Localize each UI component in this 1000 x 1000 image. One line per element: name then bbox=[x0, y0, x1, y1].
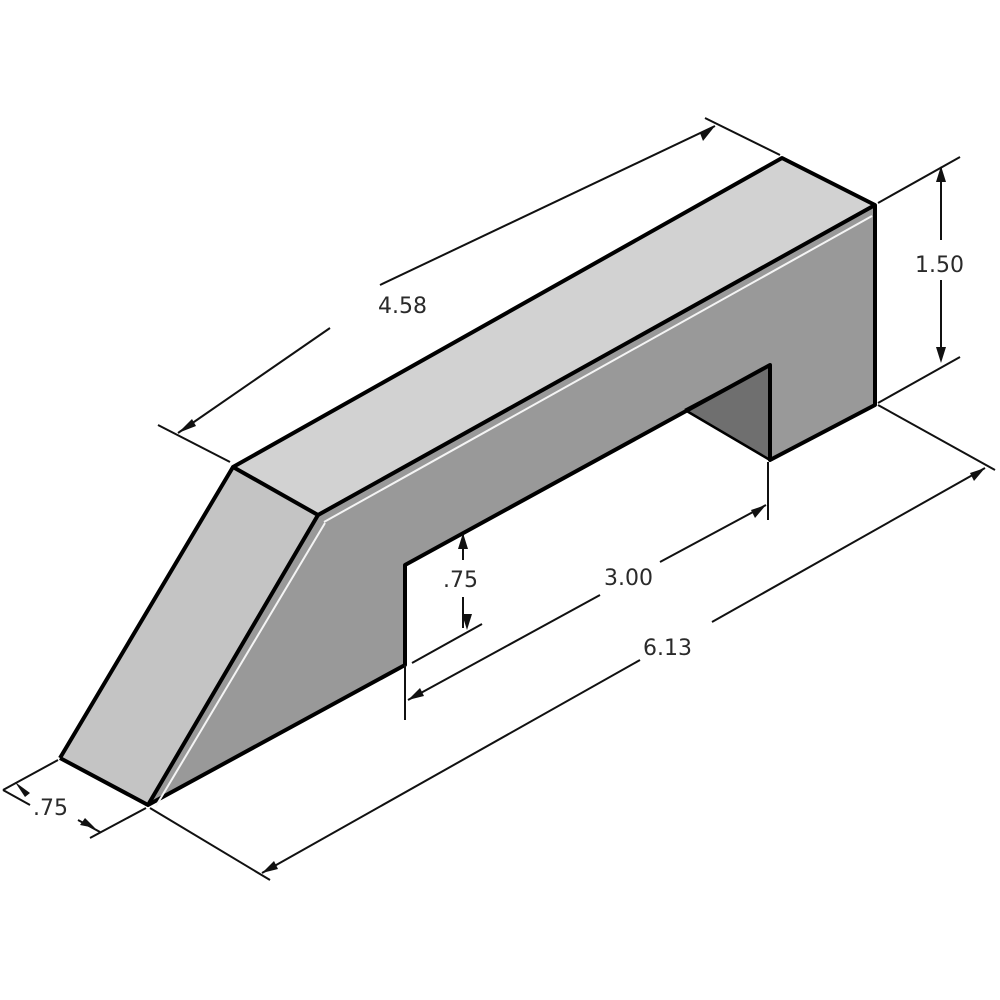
dimension-thickness: .75 bbox=[2, 759, 147, 839]
dim-label-1-50: 1.50 bbox=[915, 253, 964, 278]
dim-label-4-58: 4.58 bbox=[378, 294, 427, 319]
sloped-face bbox=[60, 467, 318, 805]
dimension-notch-depth: .75 bbox=[411, 533, 483, 664]
dimension-notch-length: 3.00 bbox=[404, 462, 769, 720]
dim-label-notch-75: .75 bbox=[443, 568, 478, 593]
dimension-top-length: 4.58 bbox=[157, 117, 781, 463]
top-face bbox=[233, 158, 875, 515]
dimension-height: 1.50 bbox=[877, 156, 964, 404]
part-body bbox=[58, 156, 877, 807]
dim-label-3-00: 3.00 bbox=[604, 566, 653, 591]
dim-label-6-13: 6.13 bbox=[643, 636, 692, 661]
notch-inner-face bbox=[685, 365, 770, 460]
dimension-overall-length: 6.13 bbox=[149, 404, 996, 881]
dim-label-thickness-75: .75 bbox=[33, 796, 68, 821]
